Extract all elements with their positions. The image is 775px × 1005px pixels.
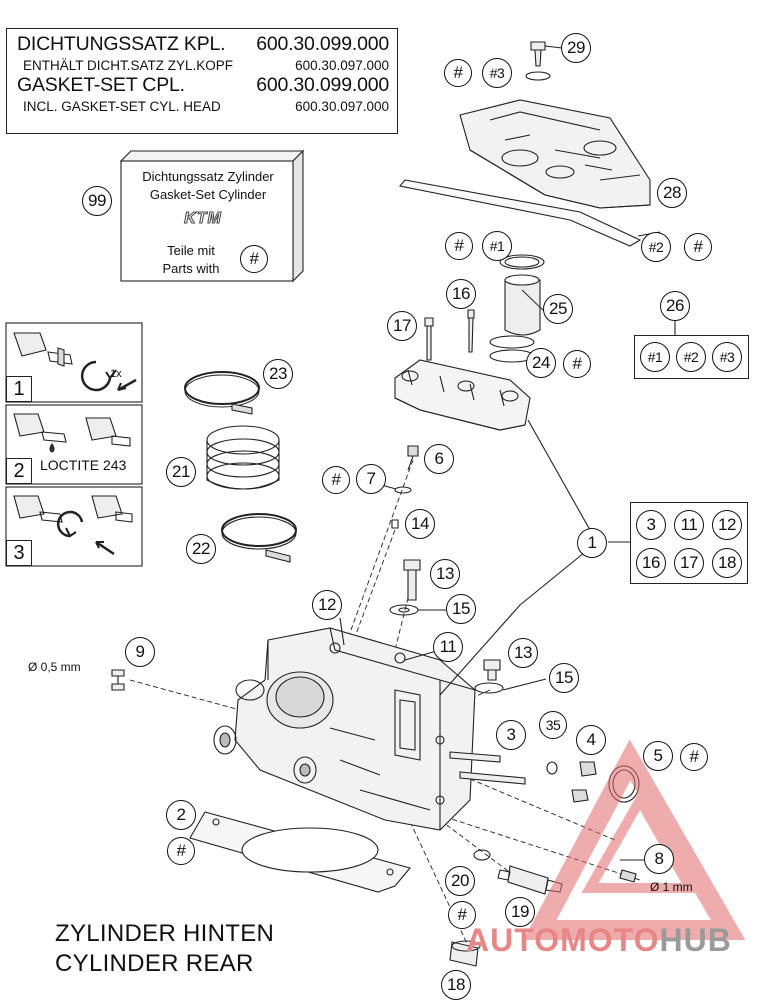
- callout-2: 2: [166, 800, 196, 830]
- callout-hash-7: #: [322, 466, 350, 494]
- kit-symbol-callout: #: [240, 245, 268, 273]
- kit-parts: Parts with: [162, 260, 220, 276]
- kit-box-side: [292, 149, 304, 283]
- header-line2-left: ENTHÄLT DICHT.SATZ ZYL.KOPF: [23, 57, 234, 73]
- header-line3-left: GASKET-SET CPL.: [17, 74, 185, 96]
- cylinder-head: [213, 627, 476, 831]
- head-gasket: [189, 811, 411, 893]
- step-3-number: 3: [6, 540, 32, 566]
- header-line4-left: INCL. GASKET-SET CYL. HEAD: [23, 98, 221, 114]
- group1-item-11: 11: [674, 510, 704, 540]
- step-2-number: 2: [6, 458, 32, 484]
- step-1-note: 1x: [110, 368, 122, 380]
- callout-15-lower: 15: [549, 663, 579, 693]
- valve-cover-gasket: [398, 179, 642, 247]
- callout-6: 6: [424, 444, 454, 474]
- group26-item-h1: #1: [640, 342, 670, 372]
- header-line2-right: 600.30.097.000: [295, 57, 389, 73]
- callout-h3-top: #3: [482, 58, 512, 88]
- callout-7: 7: [356, 464, 386, 494]
- callout-hash-top: #: [444, 59, 472, 87]
- watermark-part-b: MOTO: [560, 922, 660, 958]
- callout-hash-2: #: [167, 837, 195, 865]
- footer-line2: CYLINDER REAR: [55, 950, 254, 977]
- callout-h2: #2: [641, 232, 671, 262]
- group1-item-17: 17: [674, 548, 704, 578]
- watermark-part-a: AUTO: [466, 922, 561, 958]
- step-box-3: [5, 486, 143, 567]
- callout-1: 1: [577, 528, 607, 558]
- group26-item-h3: #3: [712, 342, 742, 372]
- callout-hash-5: #: [680, 743, 708, 771]
- callout-21: 21: [166, 457, 196, 487]
- watermark-triangle: [523, 739, 746, 940]
- header-line3-right: 600.30.099.000: [256, 74, 389, 96]
- diameter-1-label: Ø 1 mm: [650, 880, 693, 894]
- callout-35: 35: [539, 711, 567, 739]
- callout-13-lower: 13: [508, 638, 538, 668]
- callout-16: 16: [446, 279, 476, 309]
- callout-23: 23: [263, 359, 293, 389]
- step-2-note: LOCTITE 243: [40, 457, 127, 473]
- valve-cover: [459, 99, 651, 209]
- callout-12: 12: [312, 590, 342, 620]
- callout-29: 29: [561, 33, 591, 63]
- callout-17: 17: [387, 311, 417, 341]
- kit-line1: Dichtungssatz Zylinder: [142, 169, 274, 184]
- header-line4-right: 600.30.097.000: [295, 98, 389, 114]
- group1-item-3: 3: [636, 510, 666, 540]
- ktm-logo: KTM: [184, 210, 222, 228]
- kit-box-top: [119, 150, 305, 162]
- step3-sketch: [13, 495, 133, 556]
- callout-19: 19: [505, 897, 535, 927]
- header-line1-right: 600.30.099.000: [256, 33, 389, 55]
- kit-header-box: DICHTUNGSSATZ KPL. 600.30.099.000 ENTHÄLT…: [6, 28, 398, 134]
- callout-hash-18: #: [448, 901, 476, 929]
- callout-22: 22: [186, 534, 216, 564]
- callout-24: 24: [526, 348, 556, 378]
- callout-28: 28: [657, 178, 687, 208]
- step-box-1: [5, 322, 143, 403]
- step1-sketch: [13, 332, 137, 392]
- callout-hash-right: #: [684, 233, 712, 261]
- footer-title: ZYLINDER HINTEN CYLINDER REAR: [55, 919, 274, 979]
- callout-3: 3: [496, 720, 526, 750]
- callout-9: 9: [125, 637, 155, 667]
- step2-sketch: [13, 413, 131, 453]
- step-1-number: 1: [6, 376, 32, 402]
- group1-item-18: 18: [712, 548, 742, 578]
- intake-boot: [206, 425, 280, 490]
- camshaft-bracket: [394, 359, 531, 431]
- header-line1-left: DICHTUNGSSATZ KPL.: [17, 33, 226, 55]
- callout-8: 8: [644, 844, 674, 874]
- footer-line1: ZYLINDER HINTEN: [55, 920, 275, 947]
- callout-h1: #1: [482, 231, 512, 261]
- callout-hash-24: #: [563, 350, 591, 378]
- callout-15-upper: 15: [446, 594, 476, 624]
- callout-25: 25: [543, 294, 573, 324]
- callout-4: 4: [576, 725, 606, 755]
- callout-26: 26: [660, 291, 690, 321]
- callout-11: 11: [433, 632, 463, 662]
- callout-20: 20: [445, 866, 475, 896]
- group1-item-12: 12: [712, 510, 742, 540]
- spark-plug-sleeve: [504, 279, 541, 336]
- callout-13-upper: 13: [430, 559, 460, 589]
- kit-line2: Gasket-Set Cylinder: [149, 186, 267, 202]
- callout-5: 5: [643, 741, 673, 771]
- watermark-text: AUTOMOTOHUB: [466, 922, 732, 959]
- group1-item-16: 16: [636, 548, 666, 578]
- callout-99: 99: [82, 186, 112, 216]
- callout-14: 14: [405, 509, 435, 539]
- callout-18: 18: [441, 970, 471, 1000]
- diameter-0-5-label: Ø 0,5 mm: [28, 660, 81, 674]
- watermark-part-c: HUB: [659, 922, 732, 958]
- group26-item-h2: #2: [676, 342, 706, 372]
- kit-teile: Teile mit: [167, 243, 215, 258]
- callout-hash-gasket: #: [445, 232, 473, 260]
- step-box-2: [5, 404, 143, 485]
